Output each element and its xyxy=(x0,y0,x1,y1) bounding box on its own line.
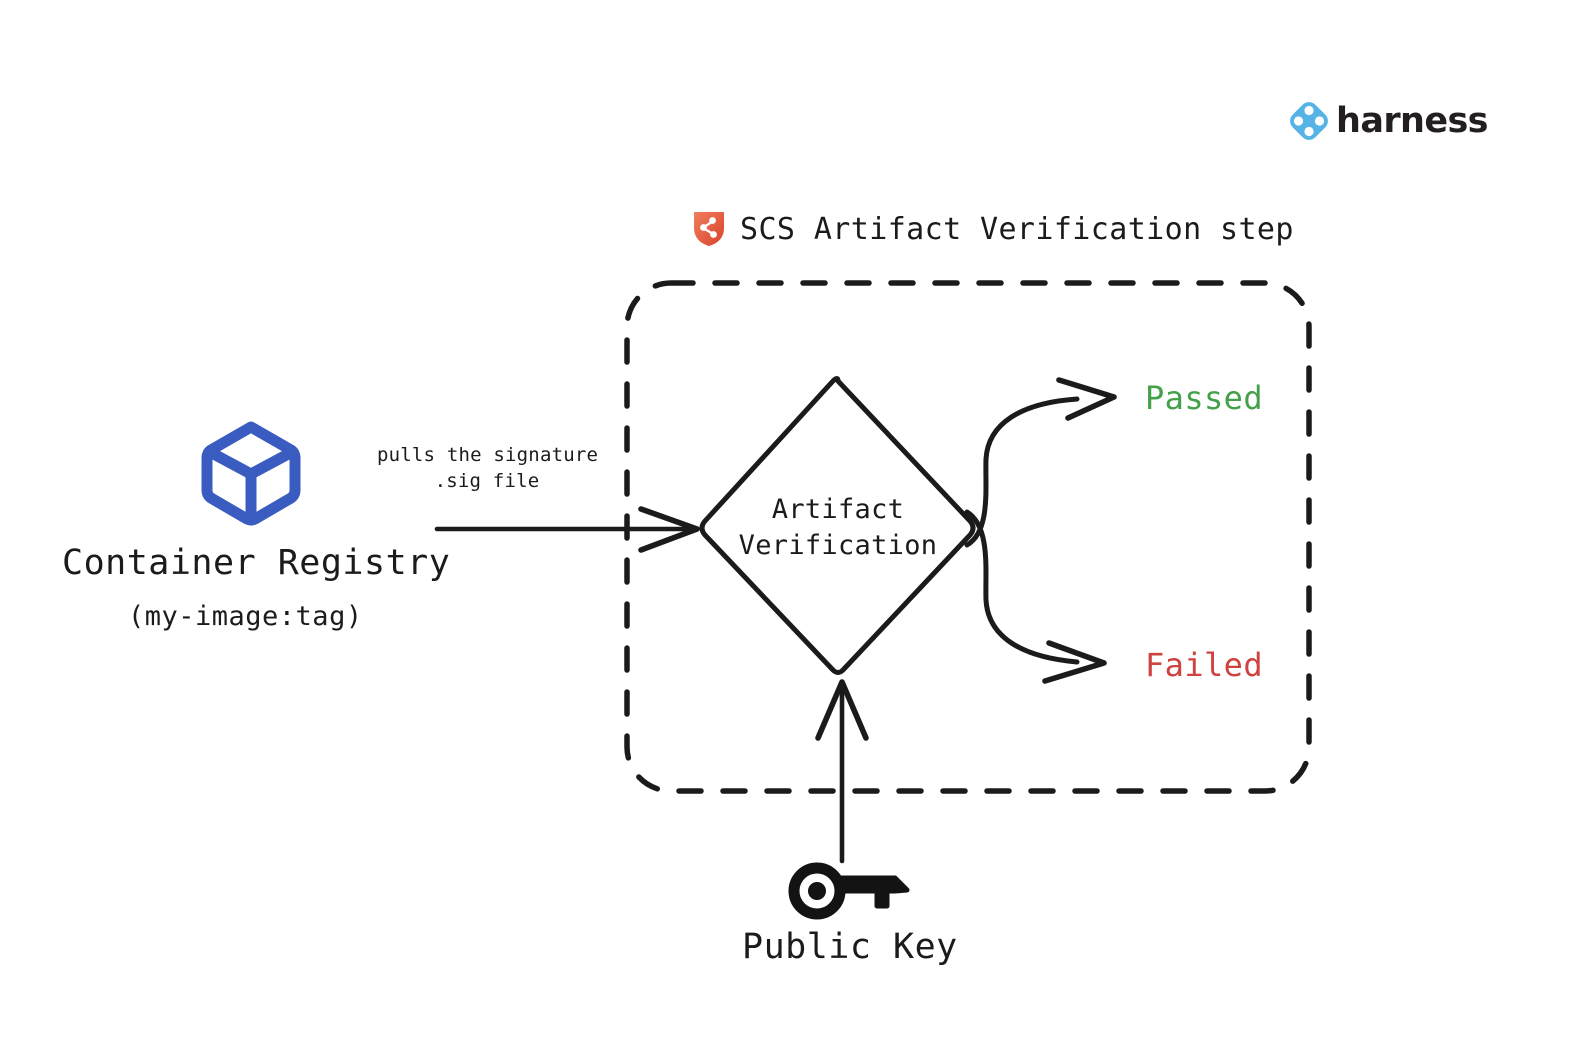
step-title: SCS Artifact Verification step xyxy=(692,210,1294,248)
container-cube-icon xyxy=(201,421,301,526)
edge-registry-label: pulls the signature .sig file xyxy=(377,443,599,494)
edge-publickey-to-verification xyxy=(815,679,869,864)
edge-verification-to-passed xyxy=(964,377,1117,548)
outcome-failed-label: Failed xyxy=(1145,646,1263,684)
harness-logo: harness xyxy=(1288,100,1489,142)
outcome-passed-label: Passed xyxy=(1145,379,1263,417)
harness-diamond-icon xyxy=(1290,102,1328,140)
artifact-verification-label-line2: Verification xyxy=(738,529,938,561)
step-title-label: SCS Artifact Verification step xyxy=(740,211,1294,247)
container-registry-sublabel: (my-image:tag) xyxy=(128,601,363,632)
public-key-label: Public Key xyxy=(742,927,958,967)
edge-registry-label-line2: .sig file xyxy=(434,469,540,492)
container-registry-label: Container Registry xyxy=(62,543,451,583)
scs-shield-icon xyxy=(694,212,724,246)
scs-step-boundary xyxy=(624,280,1312,794)
edge-registry-label-line1: pulls the signature xyxy=(377,444,599,466)
artifact-verification-diamond xyxy=(699,376,976,675)
edge-registry-to-verification xyxy=(434,506,700,553)
harness-wordmark: harness xyxy=(1336,100,1489,141)
edge-verification-to-failed xyxy=(964,509,1107,684)
key-icon xyxy=(788,862,910,920)
artifact-verification-label: Artifact Verification xyxy=(700,492,976,564)
artifact-verification-label-line1: Artifact xyxy=(771,494,905,525)
